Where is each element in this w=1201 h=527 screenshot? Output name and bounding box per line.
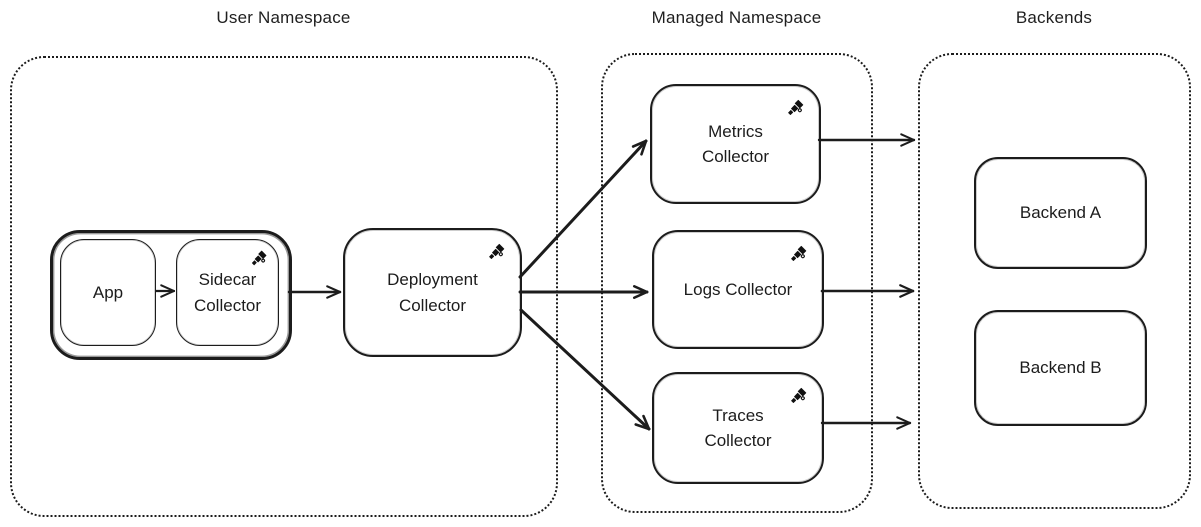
telescope-icon (485, 240, 508, 263)
group-managed-namespace (601, 53, 873, 513)
telescope-icon (787, 242, 810, 265)
node-traces-collector: Traces Collector (652, 372, 824, 484)
node-deployment-collector: Deployment Collector (343, 228, 522, 357)
node-backend-b-label: Backend B (1019, 358, 1102, 378)
node-logs-collector: Logs Collector (652, 230, 824, 349)
telescope-icon (787, 384, 810, 407)
node-backend-a-label: Backend A (1019, 203, 1102, 223)
node-app: App (60, 239, 156, 346)
node-metrics-collector-label: Metrics Collector (701, 121, 770, 167)
node-sidecar-collector-label: Sidecar Collector (193, 270, 262, 315)
node-sidecar-collector: Sidecar Collector (176, 239, 279, 346)
group-user-namespace (10, 56, 558, 517)
group-label-backends: Backends (1015, 8, 1093, 27)
telescope-icon (248, 247, 270, 269)
group-label-user-namespace: User Namespace (216, 8, 351, 27)
node-backend-a: Backend A (974, 157, 1147, 269)
node-logs-collector-label: Logs Collector (683, 279, 793, 299)
node-metrics-collector: Metrics Collector (650, 84, 821, 204)
group-backends (918, 53, 1191, 509)
node-app-label: App (92, 282, 124, 302)
node-deployment-collector-label: Deployment Collector (387, 270, 478, 315)
node-traces-collector-label: Traces Collector (704, 405, 772, 451)
node-backend-b: Backend B (974, 310, 1147, 426)
telescope-icon (784, 96, 807, 119)
group-label-managed-namespace: Managed Namespace (651, 8, 822, 27)
